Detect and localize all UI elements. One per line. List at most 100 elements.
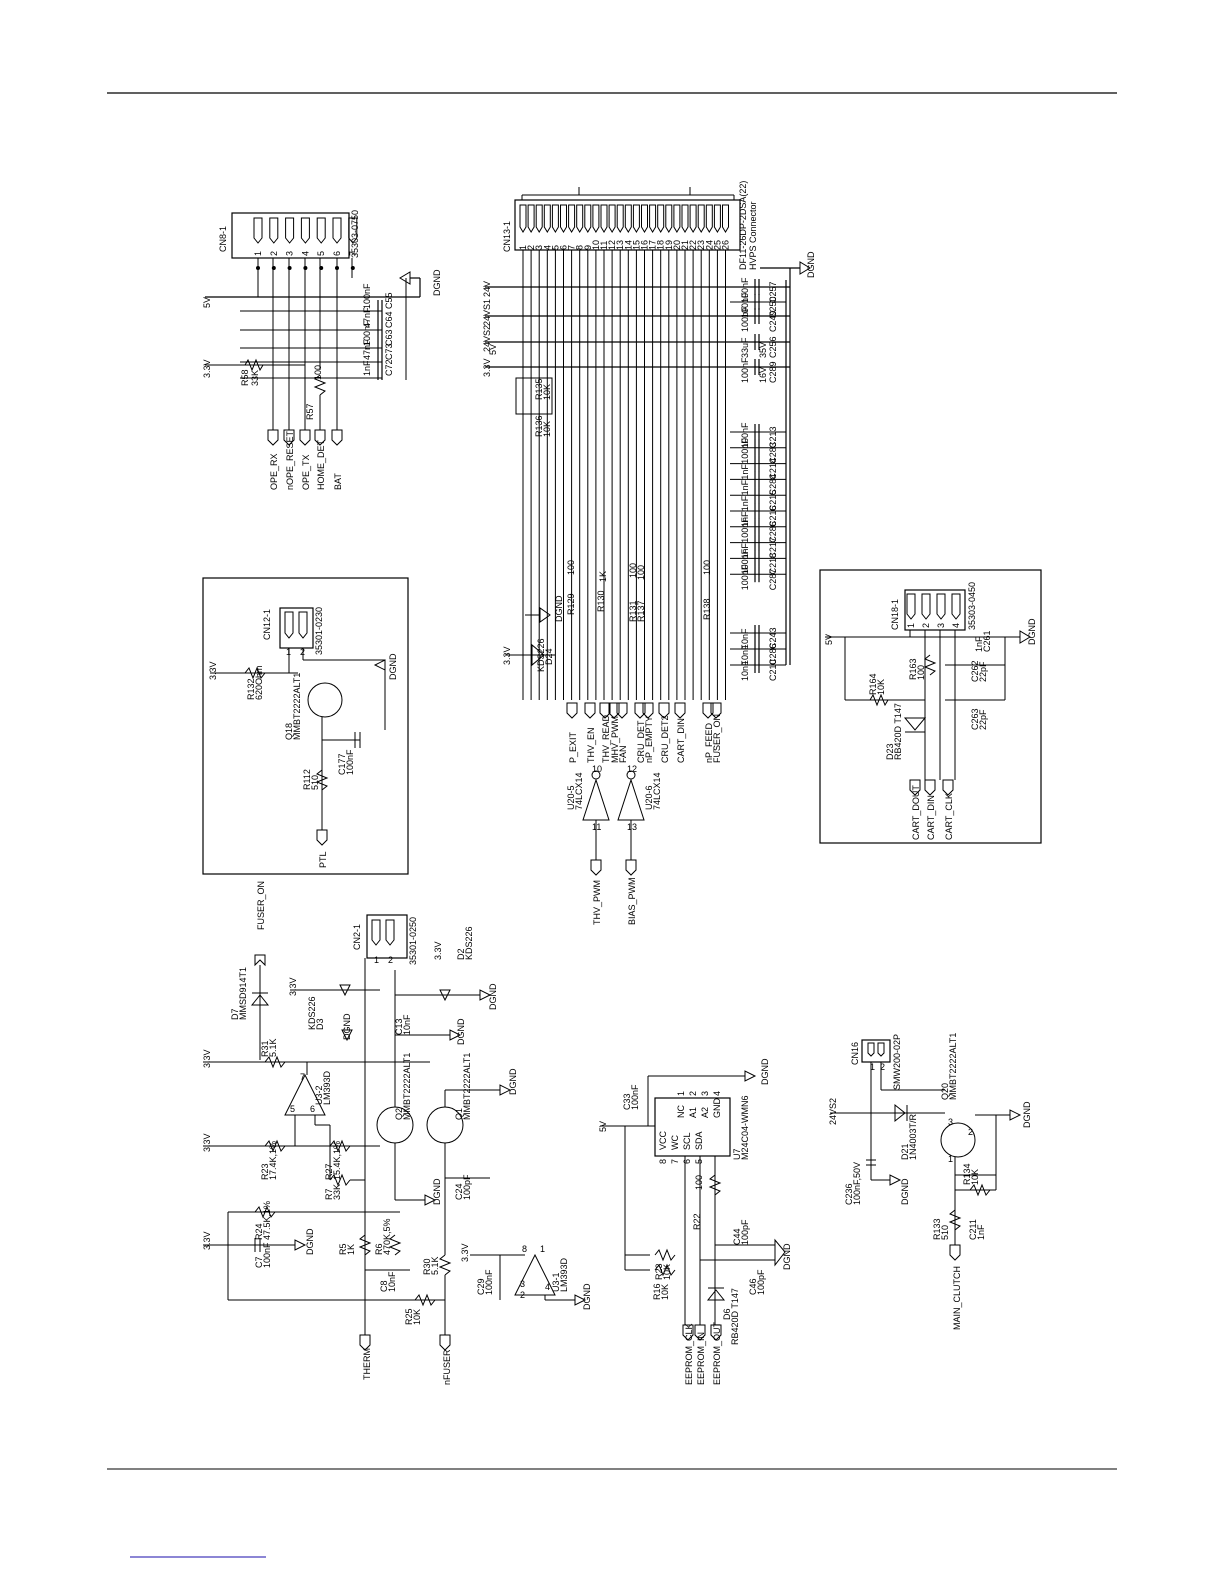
r131-ref: R131	[628, 600, 638, 622]
r135-r136-network	[515, 377, 553, 415]
cn13-rail-1: 24VS1	[482, 299, 492, 326]
fuser-block: 1 2 CN2-1 35301-0250 FUSER_ON D7 MMSD914…	[203, 881, 592, 1385]
u7-bot-pin-5: 5	[694, 1159, 704, 1164]
cn13-rail-0: 24V	[482, 281, 492, 297]
r57-ref: R57	[305, 403, 315, 420]
cn8-cap-val-2: 100nF	[362, 320, 372, 346]
r5-resistor	[358, 1234, 372, 1256]
c261-value: 1nF	[974, 636, 984, 652]
eeprom-sig-1-port	[694, 1324, 706, 1341]
cn8-sig-4-port	[331, 429, 343, 446]
cn8-sig-0-port	[267, 429, 279, 446]
cn13-topcap-ref-3: C256	[768, 336, 778, 358]
r31-value: 5.1K	[268, 1038, 278, 1057]
q1-part: MMBT2222ALT1	[462, 1053, 472, 1120]
cn12-block: 1 2 CN12-1 35301-0230 3.3V R132 620Ohm Q…	[202, 577, 409, 875]
cn13-sig-10-label: FUSER_ON	[712, 714, 722, 763]
eeprom-power: 5V	[598, 1121, 608, 1132]
fuser-on-label: FUSER_ON	[256, 881, 266, 930]
cn8-cap-val-4: 1nF	[362, 360, 372, 376]
r135-ref: R135	[534, 378, 544, 400]
cn2-pin-2: 2	[388, 955, 393, 965]
q2-part: MMBT2222ALT1	[402, 1053, 412, 1120]
cn13-topcap-extra-4: 16V	[758, 367, 768, 383]
cn13-topcap-val-0: 100nF	[740, 277, 750, 303]
c44-value: 100pF	[740, 1219, 750, 1245]
d21-diode	[894, 1103, 906, 1123]
cn13-midcap-val-1: 100nF	[740, 438, 750, 464]
cn13-midcap-val-9: 100nF	[740, 564, 750, 590]
cn18-connector-body	[904, 589, 966, 631]
cn13-pin-16: 16	[640, 240, 650, 250]
cn13-midcap-ref-6: C286	[768, 521, 778, 543]
q20-ref: Q20	[940, 1083, 950, 1100]
c24-value: 100pF	[462, 1174, 472, 1200]
cn8-pullup-rail: 3.3V	[202, 359, 212, 378]
ground-symbol	[424, 1194, 437, 1206]
r164-resistor	[869, 693, 889, 707]
c236-ground: DGND	[900, 1178, 910, 1205]
d6-diode	[706, 1289, 726, 1301]
cn13-pin-18: 18	[656, 240, 666, 250]
r136-ref: R136	[534, 415, 544, 437]
c262-ref: C262	[970, 660, 980, 682]
c8-value: 10nF	[387, 1271, 397, 1292]
r163-ref: R163	[908, 658, 918, 680]
cn13-pin-10: 10	[591, 240, 601, 250]
cn13-sig-2-port	[599, 702, 611, 719]
ground-symbol	[499, 1084, 512, 1096]
ptl-label: PTL	[318, 851, 328, 868]
r16-value: 10K	[660, 1284, 670, 1300]
cn13-midcap-ref-3: C284	[768, 474, 778, 496]
u7-eeprom-body	[654, 1097, 731, 1157]
cn13-botcap-ref-2: C210	[768, 659, 778, 681]
r30-ref: R30	[422, 1258, 432, 1275]
r23-eeprom-value: 10K	[662, 1264, 672, 1280]
c29-value: 100nF	[484, 1269, 494, 1295]
q20-pin-3: 3	[948, 1117, 953, 1127]
r24-ref: R24	[254, 1223, 264, 1240]
d2-power: 3.3V	[433, 941, 443, 960]
cn13-midcap-val-6: 100nF	[740, 517, 750, 543]
u7-bot-pin-8: 8	[658, 1159, 668, 1164]
cn13-botcap-val-2: 10nF	[740, 660, 750, 681]
cn13-topcap-val-1: 100nF	[740, 292, 750, 318]
r16-resistor	[654, 1263, 676, 1277]
cn13-sig-4-label: FAN	[618, 745, 628, 763]
nfuser-label: nFUSER	[442, 1349, 452, 1385]
r27-value: 15.4K,1%	[332, 1141, 342, 1180]
cn13-ground-label: DGND	[806, 251, 816, 278]
r22-resistor	[708, 1174, 722, 1196]
cn8-cap-ref-2: C63	[384, 329, 394, 346]
q20-ground: DGND	[1022, 1101, 1032, 1128]
cn8-pin-7: 7	[348, 251, 358, 256]
c46-ref: C46	[748, 1278, 758, 1295]
cn18-ground: DGND	[1027, 618, 1037, 645]
u7-bot-name-0: VCC	[658, 1130, 668, 1150]
therm-port	[359, 1334, 371, 1351]
q18-transistor	[307, 682, 343, 718]
c177-ref: C177	[337, 753, 347, 775]
clutch-rail: 24VS2	[828, 1098, 838, 1125]
r137-value: 100	[636, 565, 646, 580]
d21-ref: D21	[900, 1143, 910, 1160]
c211-ref: C211	[968, 1219, 978, 1240]
cn13-sig-1-port	[584, 702, 596, 719]
r129-ref: R129	[566, 593, 576, 615]
r58-resistor	[244, 358, 264, 372]
cn16-ref: CN16	[850, 1042, 860, 1065]
cn13-topcap-ref-2: C249	[768, 310, 778, 332]
eeprom-sig-2-label: EEPROM_OUT	[712, 1321, 722, 1385]
r132-ref: R132	[246, 678, 256, 700]
u3-1-comparator	[514, 1253, 556, 1296]
ground-symbol	[373, 659, 386, 671]
ground-symbol	[744, 1070, 757, 1082]
ground-symbol	[479, 989, 492, 1001]
cn8-sig-2-port	[299, 429, 311, 446]
r112-ref: R112	[302, 769, 312, 790]
cn13-sig-5-label: CRU_DET	[636, 720, 646, 763]
c33-ref: C33	[622, 1093, 632, 1110]
cn13-topcap-ref-0: C257	[768, 281, 778, 303]
